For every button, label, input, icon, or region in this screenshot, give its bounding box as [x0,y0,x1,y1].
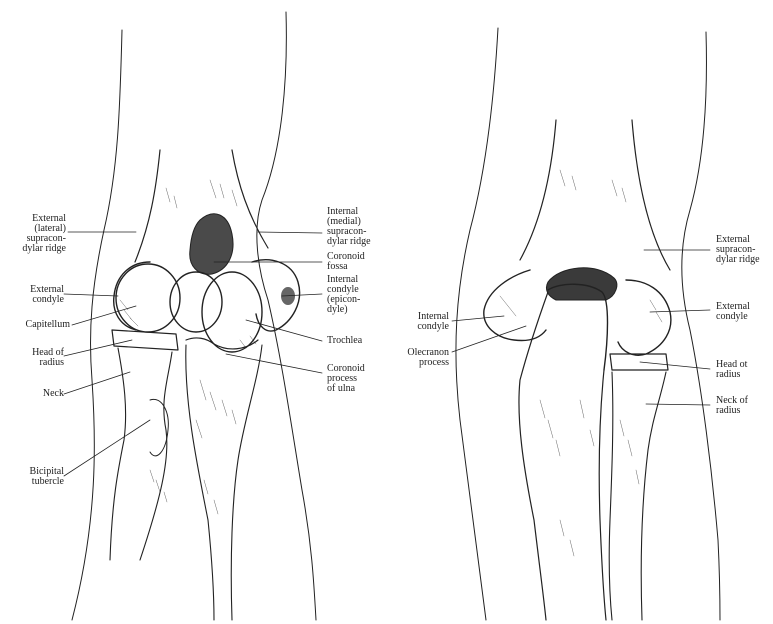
back-ulna-right-edge [599,370,606,620]
front-ulna-right-edge [231,345,262,620]
back-view-drawing [456,28,720,620]
leader-internal-ridge [258,232,322,233]
leader-bicipital-tubercle [64,420,150,476]
leader-external-condyle [64,294,118,296]
front-view-drawing [72,12,316,620]
front-hatching [120,180,256,514]
back-humerus-right-edge [632,120,670,270]
label-back-internal-condyle: Internal condyle [417,312,449,332]
label-capitellum: Capitellum [26,320,70,330]
leader-coronoid-process [226,354,322,373]
front-radius-left-edge [110,348,126,560]
front-arm-outline-right [257,12,316,620]
label-back-external-supracondylar-ridge: External supracon- dylar ridge [716,235,760,265]
label-coronoid-process-of-ulna: Coronoid process of ulna [327,364,365,394]
back-ulna-left-edge [519,292,548,620]
label-olecranon-process: Olecranon process [407,348,449,368]
label-neck-of-radius: Neck of radius [716,396,748,416]
leader-trochlea [246,320,322,341]
label-head-of-radius: Head of radius [32,348,64,368]
label-coronoid-fossa: Coronoid fossa [327,252,365,272]
coronoid-fossa-shape [190,214,233,274]
label-bicipital-tubercle: Bicipital tubercle [30,467,64,487]
label-back-head-of-radius: Head ot radius [716,360,747,380]
front-ulna-left-edge [186,345,214,620]
olecranon-fossa-shape [546,268,616,300]
trochlea-middle-shape [170,272,222,332]
back-external-condyle [618,280,671,355]
label-internal-medial-supracondylar-ridge: Internal (medial) supracon- dylar ridge [327,207,371,247]
back-radius-left-edge [609,372,613,620]
leader-neck [64,372,130,394]
back-arm-outline-left [456,28,498,620]
leader-back-external-condyle [650,310,710,312]
back-humerus-left-edge [520,120,556,260]
back-arm-outline-right [682,32,720,620]
label-back-external-condyle: External condyle [716,302,750,322]
back-radius-right-edge [641,372,666,620]
label-trochlea: Trochlea [327,336,362,346]
back-radius-head [610,354,668,370]
front-humerus-left-edge [135,150,160,262]
label-internal-condyle-epicondyle: Internal condyle (epicon- dyle) [327,275,360,315]
label-external-condyle: External condyle [30,285,64,305]
leader-neck-of-radius [646,404,710,405]
front-radius-head [112,330,178,350]
leader-olecranon [452,326,526,352]
leader-back-internal-condyle [452,316,504,321]
leader-back-head-of-radius [640,362,710,369]
leader-head-of-radius [64,340,132,356]
label-neck: Neck [43,389,64,399]
label-external-lateral-supracondylar-ridge: External (lateral) supracon- dylar ridge [22,214,66,254]
front-arm-outline-left [72,30,122,620]
